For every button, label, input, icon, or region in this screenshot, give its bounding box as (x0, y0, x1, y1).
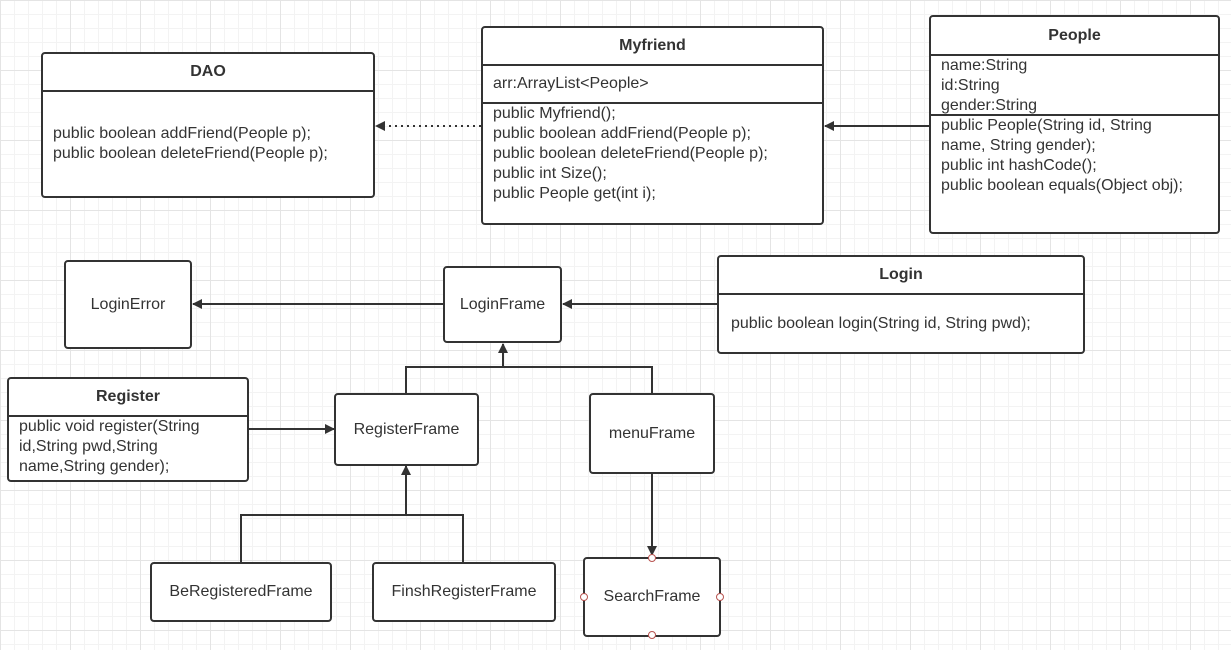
method: public boolean addFriend(People p); (53, 125, 311, 142)
method: public int Size(); (493, 165, 607, 182)
attribute: gender:String (941, 97, 1038, 114)
class-people-title: People (931, 17, 1218, 56)
class-myfriend[interactable]: Myfriend arr:ArrayList<People> public My… (481, 26, 824, 225)
box-login-frame[interactable]: LoginFrame (443, 266, 562, 343)
method: public boolean deleteFriend(People p); (53, 145, 328, 162)
box-menu-frame[interactable]: menuFrame (589, 393, 715, 474)
class-people[interactable]: People name:String id:String gender:Stri… (929, 15, 1220, 234)
connection-handle-right[interactable] (716, 593, 724, 601)
method: public void register(String id,String pw… (19, 418, 200, 475)
box-finsh-register-frame[interactable]: FinshRegisterFrame (372, 562, 556, 622)
method: public boolean deleteFriend(People p); (493, 145, 768, 162)
method: public boolean equals(Object obj); (941, 177, 1183, 194)
edge-registerframe-to-loginframe[interactable] (405, 343, 508, 393)
attribute: name:String (941, 57, 1028, 74)
class-login-title: Login (719, 257, 1083, 295)
class-register[interactable]: Register public void register(String id,… (7, 377, 249, 482)
box-search-frame[interactable]: SearchFrame (583, 557, 721, 637)
attribute: id:String (941, 77, 1000, 94)
connection-handle-left[interactable] (580, 593, 588, 601)
class-register-methods: public void register(String id,String pw… (9, 417, 247, 477)
class-myfriend-attributes: arr:ArrayList<People> (483, 66, 822, 102)
connection-handle-top[interactable] (648, 554, 656, 562)
class-dao-title: DAO (43, 54, 373, 92)
method: public boolean addFriend(People p); (493, 125, 751, 142)
class-myfriend-title: Myfriend (483, 28, 822, 66)
attribute: arr:ArrayList<People> (493, 75, 649, 92)
class-dao-methods: public boolean addFriend(People p); publ… (43, 92, 373, 164)
box-register-frame[interactable]: RegisterFrame (334, 393, 479, 466)
class-myfriend-methods: public Myfriend(); public boolean addFri… (483, 102, 822, 204)
edge-menuframe-to-loginframe[interactable] (503, 366, 653, 393)
connection-handle-bottom[interactable] (648, 631, 656, 639)
box-login-error[interactable]: LoginError (64, 260, 192, 349)
method: public boolean login(String id, String p… (731, 314, 1031, 332)
method: public int hashCode(); (941, 157, 1097, 174)
edge-finshregisterframe-to-registerframe[interactable] (406, 514, 464, 562)
box-be-registered-frame[interactable]: BeRegisteredFrame (150, 562, 332, 622)
edge-beregisteredframe-to-registerframe[interactable] (240, 465, 411, 562)
class-people-attributes: name:String id:String gender:String (931, 56, 1218, 114)
class-register-title: Register (9, 379, 247, 417)
class-login-methods: public boolean login(String id, String p… (719, 295, 1083, 352)
class-dao[interactable]: DAO public boolean addFriend(People p); … (41, 52, 375, 198)
class-people-methods: public People(String id, String name, St… (931, 114, 1218, 196)
method: public People get(int i); (493, 185, 656, 202)
method: public People(String id, String name, St… (941, 117, 1152, 154)
method: public Myfriend(); (493, 105, 616, 122)
class-login[interactable]: Login public boolean login(String id, St… (717, 255, 1085, 354)
